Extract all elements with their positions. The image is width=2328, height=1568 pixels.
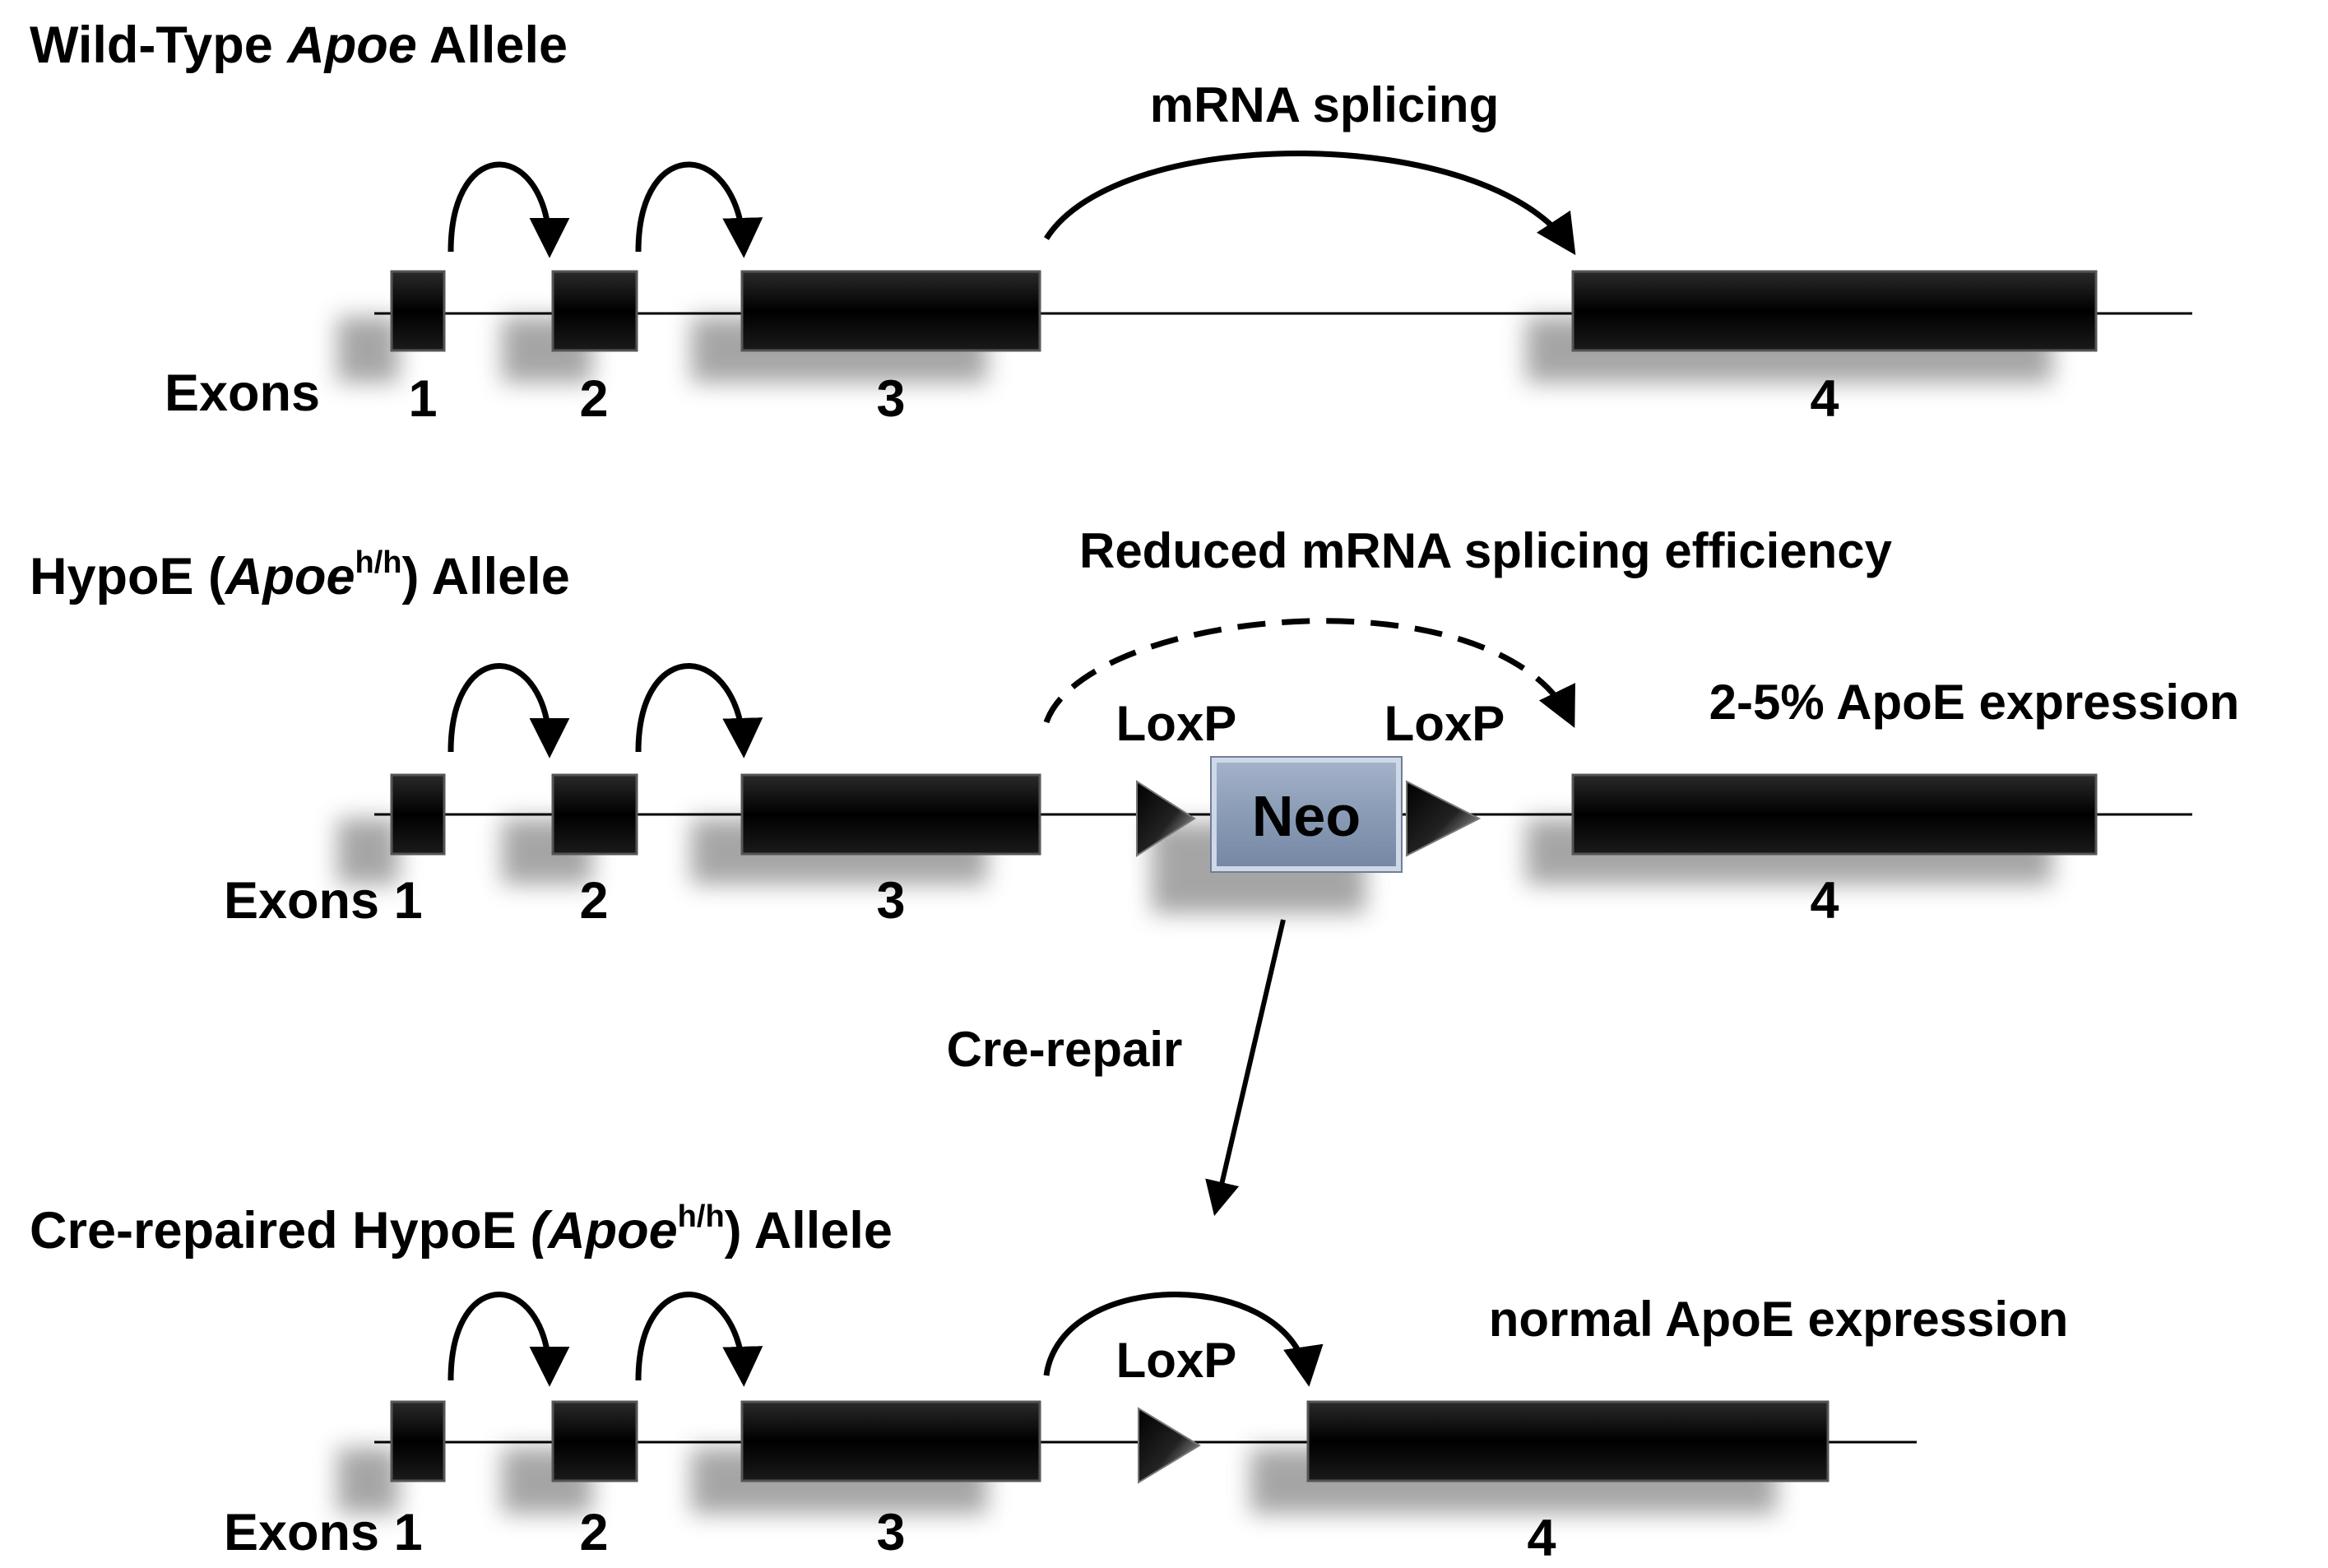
wild-type-exon-2: [551, 270, 638, 352]
hypoe-exon-4: [1571, 773, 2098, 856]
wild-type-exon-number-3: 3: [876, 370, 905, 428]
wild-type-exon-3: [740, 270, 1041, 352]
hypoe-exon-1: [390, 773, 446, 856]
wild-type-allele: Wild-Type Apoe Allele Exons 1 2 3 4 mRNA…: [30, 16, 2192, 428]
cre-repaired-exon-2: [551, 1400, 638, 1482]
wild-type-splice-arrows: [448, 150, 1576, 258]
hypoe-exons-label: Exons 1: [224, 872, 423, 930]
hypoe-splice-label: Reduced mRNA splicing efficiency: [1079, 523, 1893, 578]
hypoe-expression-label: 2-5% ApoE expression: [1709, 675, 2240, 730]
neo-label: Neo: [1252, 784, 1361, 848]
hypoe-allele: HypoE (Apoeh/h) Allele Neo LoxP LoxP Exo…: [30, 523, 2239, 930]
cre-repaired-title: Cre-repaired HypoE (Apoeh/h) Allele: [30, 1199, 893, 1260]
wild-type-title: Wild-Type Apoe Allele: [30, 16, 568, 74]
cre-repaired-expression-label: normal ApoE expression: [1489, 1292, 2069, 1347]
wild-type-exon-number-1: 1: [408, 370, 437, 428]
cre-repaired-allele: Cre-repaired HypoE (Apoeh/h) Allele LoxP…: [30, 1199, 2068, 1567]
wild-type-exons-label: Exons: [165, 364, 320, 422]
cre-repaired-exon-3: [740, 1400, 1041, 1482]
cre-repair-step: Cre-repair: [947, 919, 1286, 1217]
hypoe-reduced-splice-arrow: [1043, 618, 1575, 728]
hypoe-exon-number-4: 4: [1810, 872, 1839, 930]
cre-repaired-loxp-label: LoxP: [1116, 1333, 1237, 1388]
cre-repaired-exons-label: Exons 1: [224, 1504, 423, 1561]
hypoe-loxp-right-marker: [1406, 780, 1482, 857]
hypoe-exon-3: [740, 773, 1041, 856]
wild-type-splice-label: mRNA splicing: [1150, 77, 1499, 132]
wild-type-exon-4: [1571, 270, 2098, 352]
wild-type-exon-number-4: 4: [1810, 370, 1839, 428]
cre-repaired-loxp-marker: [1138, 1407, 1201, 1484]
hypoe-splice-arrows: [448, 663, 763, 758]
hypoe-loxp-left-label: LoxP: [1116, 696, 1237, 751]
hypoe-exon-number-2: 2: [579, 872, 608, 930]
wild-type-exon-1: [390, 270, 446, 352]
neo-cassette-outline: [1210, 756, 1403, 873]
hypoe-loxp-left-marker: [1136, 780, 1196, 857]
cre-repaired-exon-4: [1306, 1400, 1829, 1482]
cre-repaired-exon-number-4: 4: [1527, 1510, 1556, 1567]
neo-cassette: [1212, 758, 1401, 871]
hypoe-exon-number-3: 3: [876, 872, 905, 930]
cre-repaired-exon-1: [390, 1400, 446, 1482]
hypoe-loxp-right-label: LoxP: [1384, 696, 1505, 751]
hypoe-exon-2: [551, 773, 638, 856]
hypoe-title: HypoE (Apoeh/h) Allele: [30, 545, 570, 605]
cre-repair-label: Cre-repair: [947, 1022, 1183, 1077]
cre-repaired-exon-number-3: 3: [876, 1504, 905, 1561]
wild-type-exon-number-2: 2: [579, 370, 608, 428]
cre-repaired-splice-arrows: [448, 1292, 1324, 1387]
cre-repair-arrow: [1205, 919, 1286, 1217]
cre-repaired-exon-number-2: 2: [579, 1504, 608, 1561]
